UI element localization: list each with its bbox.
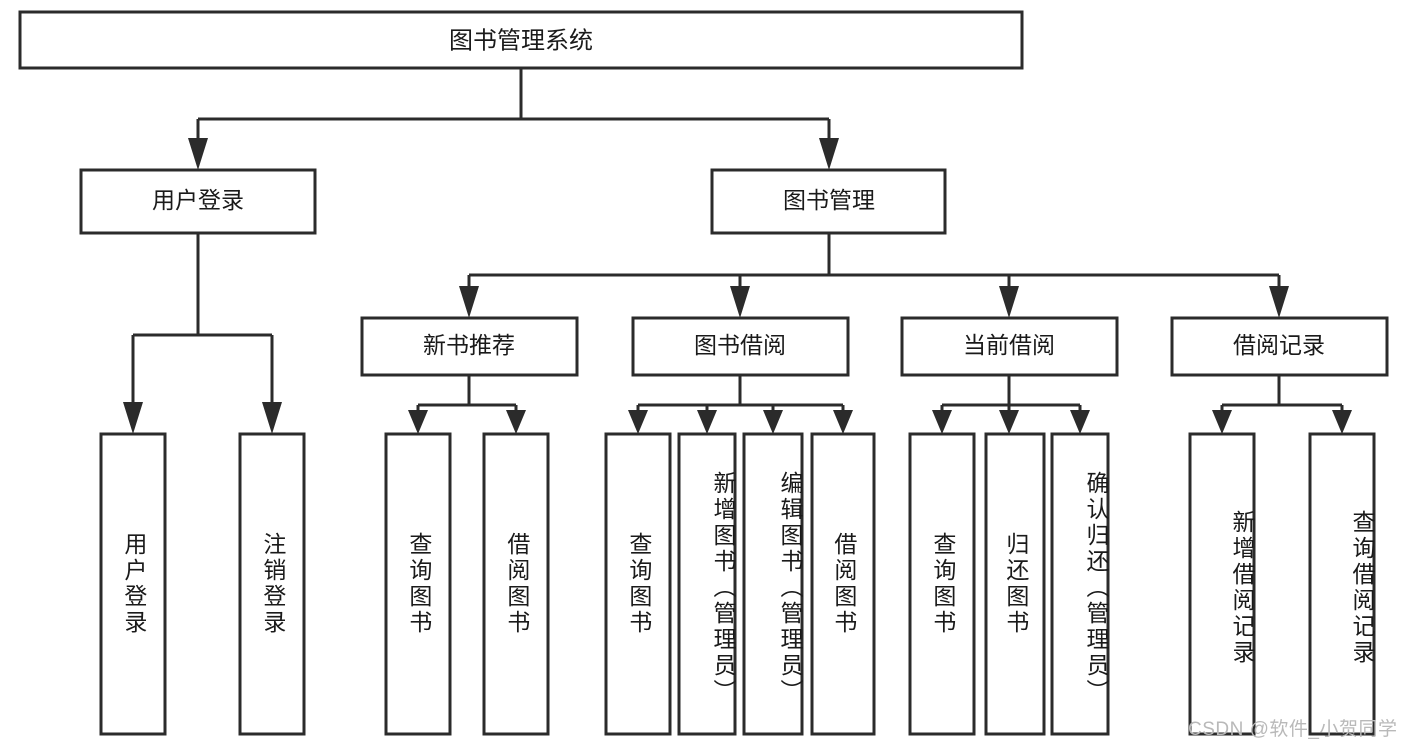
arrowhead-leaf-user-login — [123, 402, 143, 434]
leaf-logout-box[interactable] — [238, 432, 306, 736]
leaf-borrow-book-1-box[interactable] — [482, 432, 550, 736]
arrowhead-leaf-add-book — [697, 410, 717, 434]
arrowhead-to-book-borrow — [730, 286, 750, 318]
leaf-add-book-box[interactable] — [677, 432, 737, 736]
node-root-label: 图书管理系统 — [449, 27, 593, 54]
arrowhead-leaf-query-record — [1332, 410, 1352, 434]
node-current-borrow[interactable]: 当前借阅 — [900, 316, 1119, 377]
arrowhead-to-new-book-rec — [459, 286, 479, 318]
arrowhead-leaf-borrow-book-1 — [506, 410, 526, 434]
arrowhead-to-borrow-record — [1269, 286, 1289, 318]
arrowhead-leaf-query-book-3 — [932, 410, 952, 434]
connector-group-borrow-record — [1212, 375, 1352, 434]
leaf-query-book-3-box[interactable] — [908, 432, 976, 736]
arrowhead-to-user-login — [188, 138, 208, 170]
arrowhead-leaf-query-book-2 — [628, 410, 648, 434]
node-user-login[interactable]: 用户登录 — [79, 168, 317, 235]
connector-group-root — [188, 68, 839, 170]
node-book-borrow-box[interactable] — [631, 316, 850, 377]
arrowhead-leaf-add-record — [1212, 410, 1232, 434]
leaf-edit-book-box[interactable] — [742, 432, 804, 736]
arrowhead-leaf-logout — [262, 402, 282, 434]
node-book-borrow[interactable]: 图书借阅 — [631, 316, 850, 377]
arrowhead-to-book-manage — [819, 138, 839, 170]
node-user-login-label: 用户登录 — [152, 187, 244, 213]
node-book-manage-box[interactable] — [710, 168, 947, 235]
node-new-book-rec-label: 新书推荐 — [423, 332, 515, 358]
node-borrow-record-label: 借阅记录 — [1233, 332, 1325, 358]
arrowhead-leaf-confirm-return — [1070, 410, 1090, 434]
node-user-login-box[interactable] — [79, 168, 317, 235]
node-book-manage-label: 图书管理 — [783, 187, 875, 213]
connector-group-user-login — [123, 233, 282, 434]
leaf-return-book-box[interactable] — [984, 432, 1046, 736]
leaf-query-record-box[interactable] — [1308, 432, 1376, 736]
node-root-box[interactable] — [18, 10, 1024, 70]
leaf-confirm-return-box[interactable] — [1050, 432, 1110, 736]
node-new-book-rec-box[interactable] — [360, 316, 579, 377]
node-current-borrow-box[interactable] — [900, 316, 1119, 377]
node-book-borrow-label: 图书借阅 — [694, 332, 786, 358]
arrowhead-leaf-borrow-book-2 — [833, 410, 853, 434]
node-current-borrow-label: 当前借阅 — [963, 332, 1055, 358]
leaf-query-book-2-box[interactable] — [604, 432, 672, 736]
leaf-box-group — [99, 432, 1376, 736]
node-root[interactable]: 图书管理系统 — [18, 10, 1024, 70]
connector-group-new-book-rec — [408, 375, 526, 434]
connector-group-book-borrow — [628, 375, 853, 434]
arrowhead-leaf-return-book — [999, 410, 1019, 434]
watermark-text: CSDN @软件_小贺同学 — [1188, 719, 1398, 740]
node-borrow-record-box[interactable] — [1170, 316, 1389, 377]
arrowhead-leaf-query-book-1 — [408, 410, 428, 434]
leaf-user-login-box[interactable] — [99, 432, 167, 736]
node-borrow-record[interactable]: 借阅记录 — [1170, 316, 1389, 377]
node-book-manage[interactable]: 图书管理 — [710, 168, 947, 235]
connector-group-current-borrow — [932, 375, 1090, 434]
connector-group-book-manage — [459, 233, 1289, 318]
leaf-query-book-1-box[interactable] — [384, 432, 452, 736]
arrowhead-to-current-borrow — [999, 286, 1019, 318]
leaf-borrow-book-2-box[interactable] — [810, 432, 876, 736]
arrowhead-leaf-edit-book — [763, 410, 783, 434]
node-new-book-rec[interactable]: 新书推荐 — [360, 316, 579, 377]
leaf-add-record-box[interactable] — [1188, 432, 1256, 736]
